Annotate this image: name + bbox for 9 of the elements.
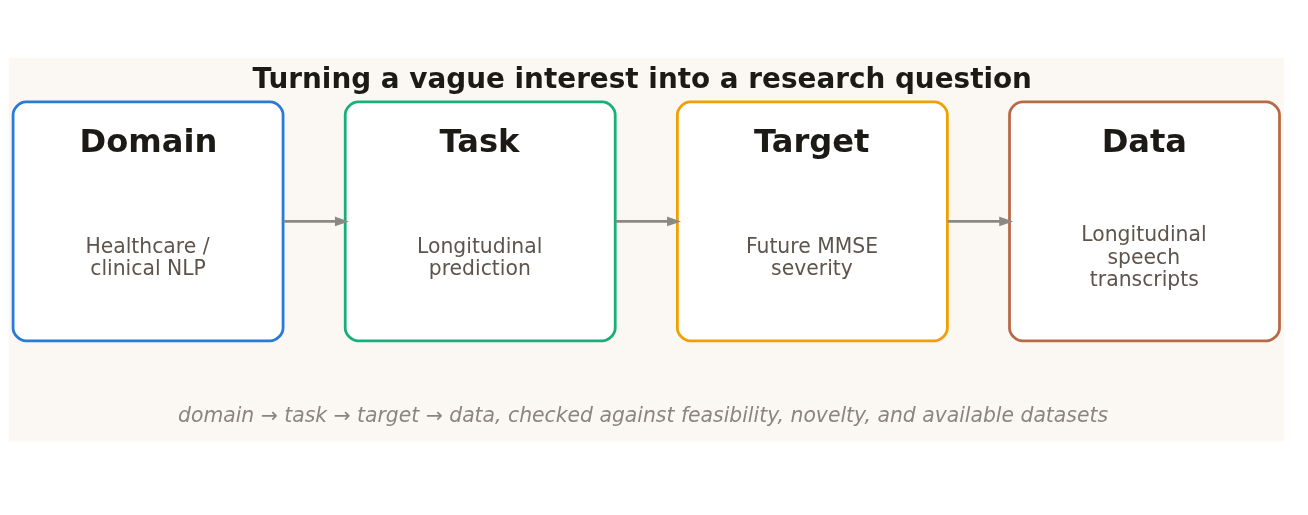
- caption: domain → task → target → data, checked against feasibility, novelty, and available datasets: [178, 402, 1108, 427]
- node-box: Target Future MMSE severity: [675, 100, 949, 343]
- node-box: Domain Healthcare / clinical NLP: [11, 100, 285, 343]
- arrow: [615, 216, 682, 227]
- node-box: Data Longitudinal speech transcripts: [1008, 100, 1281, 343]
- arrow: [947, 216, 1014, 227]
- arrow: [283, 216, 349, 227]
- node-box: Task Longitudinal prediction: [343, 100, 617, 343]
- diagram-title: Turning a vague interest into a research question: [252, 61, 1032, 95]
